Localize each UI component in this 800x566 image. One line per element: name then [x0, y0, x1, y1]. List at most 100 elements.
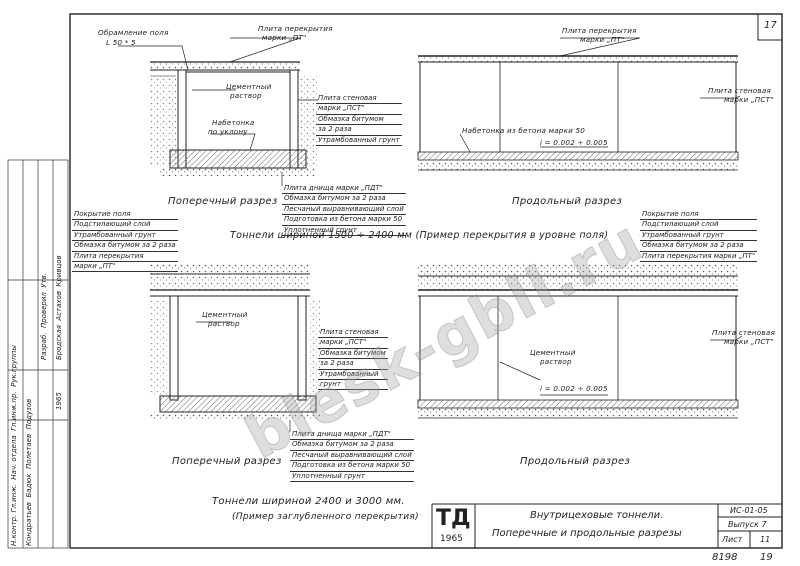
layer-item: марки „ПСТ" [318, 338, 388, 349]
label-nabetonka-top: Набетонка [212, 118, 255, 127]
layer-item: Плита стеновая [316, 94, 402, 105]
layer-item: Подготовка из бетона марки 50 [290, 461, 414, 472]
stamp-cell: Полетаев [25, 433, 33, 469]
caption-bottom-long: Продольный разрез [520, 456, 631, 467]
stamp-cell: Гл.инж.пр. [10, 391, 18, 431]
stamp-cell: Астахов [55, 291, 63, 321]
label-obramlenie-size: L 50 * 5 [106, 38, 136, 47]
layer-item: Плита стеновая [318, 328, 388, 339]
stamp-cell: Бродская [55, 325, 63, 360]
td-logo: ТД [436, 506, 471, 531]
label-cement-top-2: раствор [230, 91, 262, 100]
layer-item: Плита перекрытия [72, 252, 178, 263]
top-floor-layers: Плита днища марки „ПДТ" Обмазка битумом … [282, 184, 406, 237]
layer-item: Песчаный выравнивающий слой [282, 205, 406, 216]
title-top: Тоннели шириной 1500 ÷ 2400 мм (Пример п… [230, 230, 609, 241]
label-plita-perekr-left-mark: марки „ПТ" [262, 33, 307, 42]
side-stamp-col3: Разраб. Проверил Утв. [40, 273, 48, 360]
label-plita-sten-right-mark: марки „ПСТ" [724, 95, 774, 104]
caption-top-cross: Поперечный разрез [168, 196, 278, 207]
td-year: 1965 [440, 534, 463, 544]
caption-bottom-cross: Поперечный разрез [172, 456, 282, 467]
side-stamp-col2: Кондратьев Бадюк Полетаев Подузов [25, 399, 33, 546]
stamp-cell: Кондратьев [25, 501, 33, 546]
page-number-box [757, 13, 783, 41]
bottom-cross-section [150, 264, 320, 432]
layer-item: Уплотненный грунт [282, 226, 406, 237]
stamp-cell: Нач. отдела [10, 435, 18, 480]
layer-item: Подстилающий слой [640, 220, 758, 231]
layer-item: Плита перекрытия марки „ПТ" [640, 252, 758, 263]
stamp-cell: Кривцов [55, 255, 63, 287]
stamp-cell: Разраб. [40, 332, 48, 360]
layer-item: Подстилающий слой [72, 220, 178, 231]
layer-item: Утрамбованный грунт [640, 231, 758, 242]
title-bottom: Тоннели шириной 2400 и 3000 мм. [212, 496, 405, 507]
label-plita-sten-bottom-mark: марки „ПСТ" [724, 337, 774, 346]
label-cement-bottom-2: раствор [208, 319, 240, 328]
layer-item: Подготовка из бетона марки 50 [282, 215, 406, 226]
stamp-cell: Рук.группы [10, 345, 18, 387]
side-stamp-col1: Н.контр. Гл.инж. Нач. отдела Гл.инж.пр. … [10, 345, 18, 546]
label-slope-top: i = 0.002 ÷ 0.005 [540, 138, 608, 147]
layer-item: Обмазка битумом за 2 раза [290, 440, 414, 451]
bottom-wall-layers: Плита стеновая марки „ПСТ" Обмазка битум… [318, 328, 388, 391]
title-block-sheet-num: 11 [760, 535, 771, 544]
archive-page: 19 [760, 552, 773, 563]
label-obramlenie: Обрамление поля [98, 28, 169, 37]
layer-item: марки „ПТ" [72, 262, 178, 273]
label-plita-sten-right: Плита стеновая [708, 86, 771, 95]
page-number: 17 [764, 20, 777, 31]
title-block-issue: Выпуск 7 [728, 520, 767, 529]
top-wall-layers: Плита стеновая марки „ПСТ" Обмазка битум… [316, 94, 402, 147]
layer-item: Уплотненный грунт [290, 472, 414, 483]
label-nabetonka-top-2: по уклону [208, 127, 248, 136]
layer-item: Обмазка битумом за 2 раза [72, 241, 178, 252]
layer-item: за 2 раза [316, 125, 402, 136]
label-nabetonka-right: Набетонка из бетона марки 50 [462, 126, 586, 135]
title-block-series: ИС-01-05 [730, 506, 768, 515]
title-block [431, 503, 782, 548]
title-block-name-1: Внутрицеховые тоннели. [530, 510, 664, 521]
stamp-cell: Проверил [40, 292, 48, 329]
stamp-cell: Подузов [25, 398, 33, 430]
top-cross-section [118, 37, 318, 186]
side-stamp-year: 1965 [55, 392, 63, 410]
bottom-right-surface-layers: Покрытие поля Подстилающий слой Утрамбов… [640, 210, 758, 263]
layer-item: Обмазка битумом [318, 349, 388, 360]
layer-item: Плита днища марки „ПДТ" [290, 430, 414, 441]
subtitle-bottom: (Пример заглубленного перекрытия) [232, 512, 419, 522]
bottom-floor-layers: Плита днища марки „ПДТ" Обмазка битумом … [290, 430, 414, 483]
layer-item: Обмазка битумом [316, 115, 402, 126]
stamp-cell: Н.контр. Гл.инж. [10, 484, 18, 546]
archive-code: 8198 [712, 552, 738, 563]
layer-item: марки „ПСТ" [316, 104, 402, 115]
title-block-name-2: Поперечные и продольные разрезы [492, 528, 682, 539]
label-plita-perekr-left: Плита перекрытия [258, 24, 333, 33]
layer-item: Утрамбованный грунт [72, 231, 178, 242]
label-cement-top: Цементный [226, 82, 272, 91]
top-long-section [417, 37, 741, 171]
label-plita-sten-bottom: Плита стеновая [712, 328, 775, 337]
title-block-sheet-label: Лист [722, 535, 743, 544]
label-cement-bottom: Цементный [202, 310, 248, 319]
layer-item: за 2 раза [318, 359, 388, 370]
layer-item: Песчаный выравнивающий слой [290, 451, 414, 462]
bottom-long-section [417, 264, 743, 419]
label-plita-perekr-right-mark: марки „ПТ" [580, 35, 625, 44]
sheet-frame [69, 13, 783, 549]
label-plita-perekr-right: Плита перекрытия [562, 26, 637, 35]
label-slope-bottom: i = 0.002 ÷ 0.005 [540, 384, 608, 393]
side-stamp [7, 159, 69, 549]
layer-item: Утрамбованный [318, 370, 388, 381]
layer-item: Утрамбованный грунт [316, 136, 402, 147]
stamp-cell: Утв. [40, 272, 48, 288]
side-stamp-col4: Бродская Астахов Кривцов [55, 255, 63, 360]
stamp-cell: Бадюк [25, 473, 33, 498]
label-cement-right-bottom: Цементный [530, 348, 576, 357]
layer-item: Плита днища марки „ПДТ" [282, 184, 406, 195]
label-cement-right-bottom-2: раствор [540, 357, 572, 366]
caption-top-long: Продольный разрез [512, 196, 623, 207]
